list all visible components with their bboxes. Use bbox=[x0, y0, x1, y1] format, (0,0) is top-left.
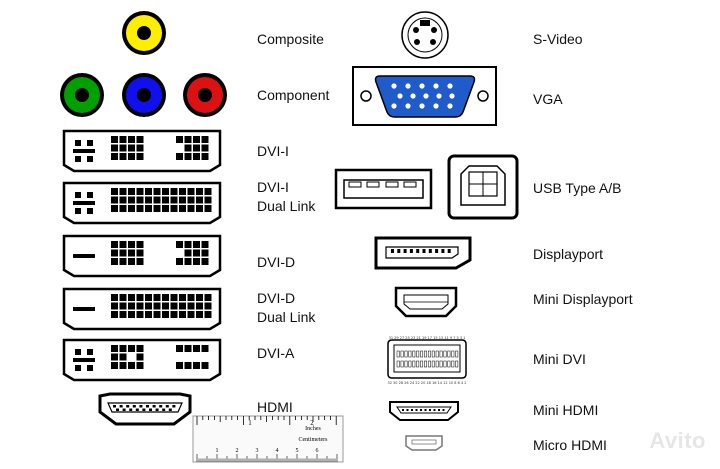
displayport-connector-icon bbox=[374, 236, 472, 270]
svg-text:32 30 28 26 24 22 20 18 16 14: 32 30 28 26 24 22 20 18 16 14 12 10 8 6 … bbox=[387, 381, 466, 385]
svg-text:Inches: Inches bbox=[305, 426, 321, 432]
composite-rca-icon bbox=[122, 11, 166, 55]
label-usb-type-ab: USB Type A/B bbox=[533, 180, 622, 196]
label-vga: VGA bbox=[533, 91, 563, 107]
hdmi-connector-icon bbox=[98, 392, 192, 426]
label-composite: Composite bbox=[257, 31, 324, 47]
component-rca-icon bbox=[60, 73, 227, 117]
svg-text:3: 3 bbox=[256, 448, 259, 454]
dvi-i-connector-icon bbox=[62, 129, 222, 173]
dvi-d-dual-link-connector-icon bbox=[62, 287, 222, 331]
label-s-video: S-Video bbox=[533, 31, 583, 47]
label-dvi-i-dual-line2: Dual Link bbox=[257, 198, 316, 214]
mini-displayport-connector-icon bbox=[394, 286, 458, 318]
label-dvi-a: DVI-A bbox=[257, 345, 295, 361]
svg-text:6: 6 bbox=[316, 448, 319, 454]
svg-text:1: 1 bbox=[216, 448, 219, 454]
s-video-connector-icon bbox=[401, 11, 449, 59]
dvi-i-dual-link-connector-icon bbox=[62, 181, 222, 225]
label-dvi-d-dual-line1: DVI-D bbox=[257, 290, 296, 306]
usb-type-b-connector-icon bbox=[447, 154, 519, 220]
label-micro-hdmi: Micro HDMI bbox=[533, 437, 607, 453]
svg-text:5: 5 bbox=[296, 448, 299, 454]
label-displayport: Displayport bbox=[533, 246, 604, 262]
usb-type-a-connector-icon bbox=[334, 168, 433, 210]
svg-text:2: 2 bbox=[310, 419, 314, 427]
dvi-a-connector-icon bbox=[62, 338, 222, 382]
label-mini-hdmi: Mini HDMI bbox=[533, 402, 599, 418]
svg-text:31 29 27 25 23 21 19 17 15 13: 31 29 27 25 23 21 19 17 15 13 11 9 7 5 3… bbox=[389, 336, 466, 340]
vga-connector-icon bbox=[352, 66, 497, 126]
svg-text:2: 2 bbox=[236, 448, 239, 454]
svg-text:4: 4 bbox=[276, 448, 279, 454]
label-dvi-d: DVI-D bbox=[257, 254, 296, 270]
mini-dvi-connector-icon: 32 30 28 26 24 22 20 18 16 14 12 10 8 6 … bbox=[387, 336, 467, 385]
svg-text:1: 1 bbox=[248, 419, 252, 427]
dvi-d-connector-icon bbox=[62, 234, 222, 278]
label-component: Component bbox=[257, 87, 330, 103]
label-dvi-i: DVI-I bbox=[257, 143, 289, 159]
micro-hdmi-connector-icon bbox=[405, 435, 443, 451]
ruler-image: Inches Centimeters 1 2 1 2 3 4 5 6 bbox=[192, 415, 344, 463]
label-hdmi: HDMI bbox=[257, 399, 293, 415]
watermark: Avito bbox=[649, 428, 706, 453]
svg-text:Centimeters: Centimeters bbox=[299, 437, 329, 443]
mini-hdmi-connector-icon bbox=[389, 401, 459, 421]
label-mini-displayport: Mini Displayport bbox=[533, 291, 633, 307]
label-mini-dvi: Mini DVI bbox=[533, 351, 586, 367]
label-dvi-d-dual-line2: Dual Link bbox=[257, 309, 316, 325]
label-dvi-i-dual-line1: DVI-I bbox=[257, 179, 289, 195]
